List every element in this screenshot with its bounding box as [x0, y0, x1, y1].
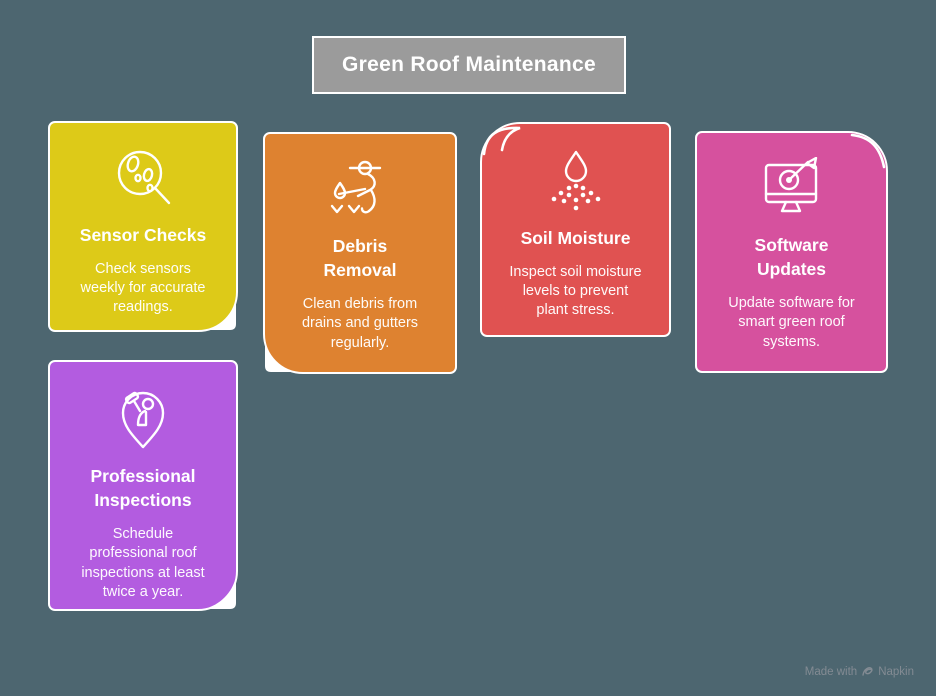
- card-title: Soil Moisture: [520, 228, 631, 248]
- card-body: Schedule professional roof inspections a…: [81, 526, 205, 600]
- inspector-pin-icon: [121, 391, 165, 449]
- water-drop-spray-icon: [551, 150, 600, 211]
- card-sensor-checks: Sensor Checks Check sensors weekly for a…: [48, 121, 238, 332]
- card-body: Check sensors weekly for accurate readin…: [80, 261, 206, 316]
- card-title: Software Updates: [754, 235, 829, 280]
- page-curl: [206, 300, 236, 330]
- card-body: Clean debris from drains and gutters reg…: [301, 296, 419, 351]
- page-curl: [850, 133, 886, 169]
- monitor-target-dart-icon: [764, 157, 817, 213]
- napkin-logo-icon: [862, 667, 873, 676]
- card-professional-inspections: Professional Inspections Schedule profes…: [48, 360, 238, 611]
- made-with-label: Made with: [804, 665, 858, 678]
- card-title: Professional Inspections: [90, 466, 196, 511]
- card-soil-moisture: Soil Moisture Inspect soil moisture leve…: [480, 122, 671, 337]
- gardener-sweeping-icon: [330, 160, 382, 214]
- page-title-box: Green Roof Maintenance: [312, 36, 626, 94]
- page-title: Green Roof Maintenance: [342, 53, 596, 76]
- made-with-napkin-link[interactable]: Made with Napkin: [805, 665, 914, 678]
- napkin-brand-label: Napkin: [878, 665, 914, 678]
- magnifier-specimen-icon: [117, 150, 171, 205]
- page-curl: [265, 342, 295, 372]
- card-debris-removal: Debris Removal Clean debris from drains …: [263, 132, 457, 374]
- card-title: Sensor Checks: [79, 225, 207, 245]
- page-curl: [482, 126, 521, 156]
- card-body: Inspect soil moisture levels to prevent …: [509, 264, 642, 319]
- card-body: Update software for smart green roof sys…: [728, 295, 855, 350]
- card-title: Debris Removal: [323, 236, 397, 281]
- card-software-updates: Software Updates Update software for sma…: [695, 131, 888, 373]
